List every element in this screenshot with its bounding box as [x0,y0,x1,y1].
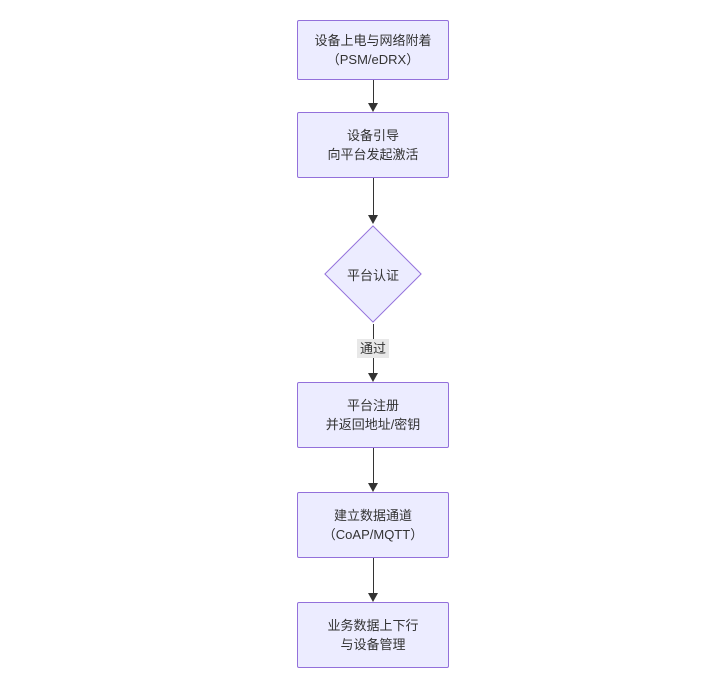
node-label-line: 向平台发起激活 [327,147,419,162]
arrow-down-icon [368,483,378,492]
node-label-line: 建立数据通道 [333,508,412,523]
edge-line [372,558,374,593]
arrow-down-icon [368,103,378,112]
flow-node-device-bootstrap: 设备引导 向平台发起激活 [297,112,449,178]
arrow-down-icon [368,593,378,602]
edge-line [372,358,374,373]
arrow-down-icon [368,215,378,224]
edge-a-b [368,80,378,112]
node-label-line: （PSM/eDRX） [326,52,420,67]
flow-node-device-power-on: 设备上电与网络附着 （PSM/eDRX） [297,20,449,80]
node-label-line: （CoAP/MQTT） [322,527,424,542]
edge-label-pass: 通过 [356,339,390,358]
node-label-line: 平台注册 [346,398,399,413]
edge-c-d: 通过 [356,324,390,382]
node-label-line: 并返回地址/密钥 [325,417,421,432]
edge-line [372,324,374,339]
flow-node-platform-register: 平台注册 并返回地址/密钥 [297,382,449,448]
edge-b-c [368,178,378,224]
node-label-line: 设备上电与网络附着 [314,33,432,48]
edge-line [372,80,374,103]
flow-node-platform-auth-decision: 平台认证 [323,224,423,324]
node-label-line: 与设备管理 [340,637,406,652]
arrow-down-icon [367,373,378,382]
flow-node-business-data: 业务数据上下行 与设备管理 [297,602,449,668]
flow-node-data-channel: 建立数据通道 （CoAP/MQTT） [297,492,449,558]
node-label-line: 业务数据上下行 [327,618,419,633]
edge-d-e [368,448,378,492]
edge-line [372,448,374,483]
edge-line [372,178,374,215]
node-label-line: 平台认证 [346,267,399,283]
node-label-line: 设备引导 [346,128,399,143]
edge-e-f [368,558,378,602]
